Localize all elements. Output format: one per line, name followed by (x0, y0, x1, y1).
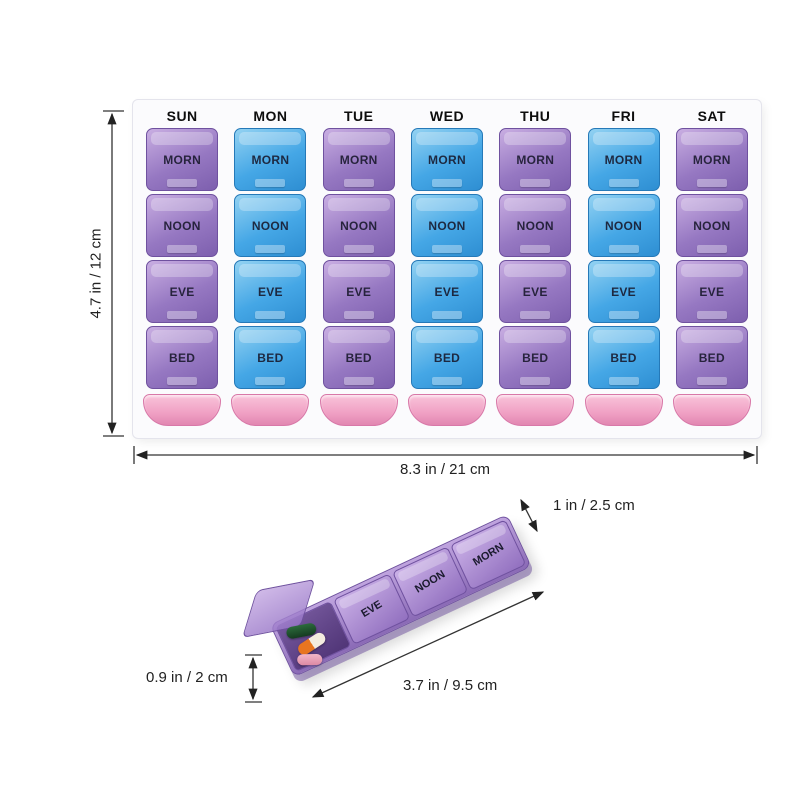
day-column-wed: WED MORN NOON EVE BED (406, 104, 488, 434)
compartment-bed: BED (587, 326, 660, 389)
compartment-label: NOON (516, 218, 554, 233)
compartment-label: EVE (522, 284, 548, 299)
compartment-label: NOON (693, 218, 731, 233)
organizer-height-label: 4.7 in / 12 cm (87, 228, 105, 319)
compartment-label: NOON (251, 218, 290, 233)
compartment-label: BED (169, 350, 196, 365)
compartment-morn: MORN (146, 128, 219, 191)
day-label: SAT (697, 108, 727, 124)
release-tab (143, 394, 222, 426)
pill-strip: MORN NOON EVE BED (234, 128, 307, 389)
day-label: SUN (166, 108, 198, 124)
compartment-label: NOON (428, 218, 466, 233)
compartment-label: MORN (470, 541, 506, 569)
compartment-label: EVE (699, 284, 725, 299)
release-tab (496, 394, 575, 426)
release-tab (231, 394, 310, 426)
compartment-label: NOON (412, 568, 448, 596)
compartment-morn: MORN (234, 128, 307, 191)
day-column-sat: SAT MORN NOON EVE BED (671, 104, 753, 434)
compartment-label: BED (522, 350, 549, 365)
release-tab (672, 394, 751, 426)
compartment-noon: NOON (675, 194, 748, 257)
compartment-bed: BED (146, 326, 219, 389)
compartment-morn: MORN (410, 128, 483, 191)
pink-pill (297, 653, 323, 666)
pill-strip: MORN NOON EVE BED (675, 128, 748, 389)
compartment-label: BED (698, 350, 725, 365)
compartment-label: EVE (611, 284, 636, 299)
pill-strip: MORN NOON EVE BED (146, 128, 219, 389)
compartment-eve: EVE (146, 260, 219, 323)
day-column-tue: TUE MORN NOON EVE BED (318, 104, 400, 434)
compartment-bed: BED (322, 326, 395, 389)
compartment-label: MORN (339, 152, 378, 167)
day-column-fri: FRI MORN NOON EVE BED (582, 104, 664, 434)
compartment-label: NOON (604, 218, 643, 233)
compartment-morn: MORN (322, 128, 395, 191)
compartment-noon: NOON (587, 194, 660, 257)
day-column-sun: SUN MORN NOON EVE BED (141, 104, 223, 434)
compartment-noon: NOON (410, 194, 483, 257)
compartment-noon: NOON (322, 194, 395, 257)
height-dimension-arrow (103, 110, 124, 437)
compartment-label: EVE (257, 284, 283, 299)
compartment-eve: EVE (675, 260, 748, 323)
compartment-eve: EVE (587, 260, 660, 323)
day-label: FRI (611, 108, 636, 124)
strip-depth-label: 0.9 in / 2 cm (146, 669, 228, 686)
compartment-morn: MORN (675, 128, 748, 191)
pill-strip: MORN NOON EVE BED (499, 128, 572, 389)
compartment-morn: MORN (587, 128, 660, 191)
compartment-label: BED (433, 350, 461, 365)
compartment-bed: BED (234, 326, 307, 389)
pill-strip: MORN NOON EVE BED (410, 128, 483, 389)
release-tab (584, 394, 663, 426)
day-column-thu: THU MORN NOON EVE BED (494, 104, 576, 434)
strip-width-label: 1 in / 2.5 cm (553, 497, 635, 514)
compartment-noon: NOON (234, 194, 307, 257)
day-label: THU (520, 108, 551, 124)
compartment-eve: EVE (234, 260, 307, 323)
compartment-label: MORN (692, 152, 731, 167)
compartment-eve: EVE (499, 260, 572, 323)
compartment-eve: EVE (322, 260, 395, 323)
compartment-label: MORN (516, 152, 555, 167)
day-column-mon: MON MORN NOON EVE BED (229, 104, 311, 434)
compartment-bed: BED (499, 326, 572, 389)
compartment-label: NOON (163, 218, 201, 233)
single-pill-strip: EVE NOON MORN (241, 513, 532, 678)
compartment-noon: NOON (499, 194, 572, 257)
compartment-label: NOON (340, 218, 378, 233)
compartment-bed: BED (675, 326, 748, 389)
compartment-label: BED (610, 350, 637, 365)
pill-strip: MORN NOON EVE BED (587, 128, 660, 389)
release-tab (407, 394, 486, 426)
compartment-label: MORN (163, 152, 202, 167)
strip-length-label: 3.7 in / 9.5 cm (403, 677, 498, 694)
organizer-tray: SUN MORN NOON EVE BED MON MORN NOON EVE BED TUE MOR… (133, 100, 761, 438)
organizer-width-label: 8.3 in / 21 cm (399, 461, 491, 478)
compartment-label: BED (345, 350, 372, 365)
compartment-morn: MORN (499, 128, 572, 191)
compartment-bed: BED (410, 326, 483, 389)
compartment-label: EVE (169, 284, 195, 299)
compartment-label: MORN (604, 152, 643, 167)
compartment-noon: NOON (146, 194, 219, 257)
compartment-label: EVE (346, 284, 372, 299)
day-label: MON (253, 108, 288, 124)
strip-width-dimension-arrow (520, 498, 538, 533)
compartment-eve: EVE (410, 260, 483, 323)
compartment-label: BED (257, 350, 284, 365)
pill-strip: MORN NOON EVE BED (322, 128, 395, 389)
compartment-label: MORN (428, 152, 466, 167)
day-label: WED (429, 108, 465, 124)
compartment-label: EVE (434, 284, 460, 299)
strip-depth-dimension-arrow (245, 654, 262, 703)
release-tab (319, 394, 398, 426)
day-label: TUE (343, 108, 374, 124)
compartment-label: EVE (359, 598, 385, 621)
compartment-label: MORN (251, 152, 290, 167)
